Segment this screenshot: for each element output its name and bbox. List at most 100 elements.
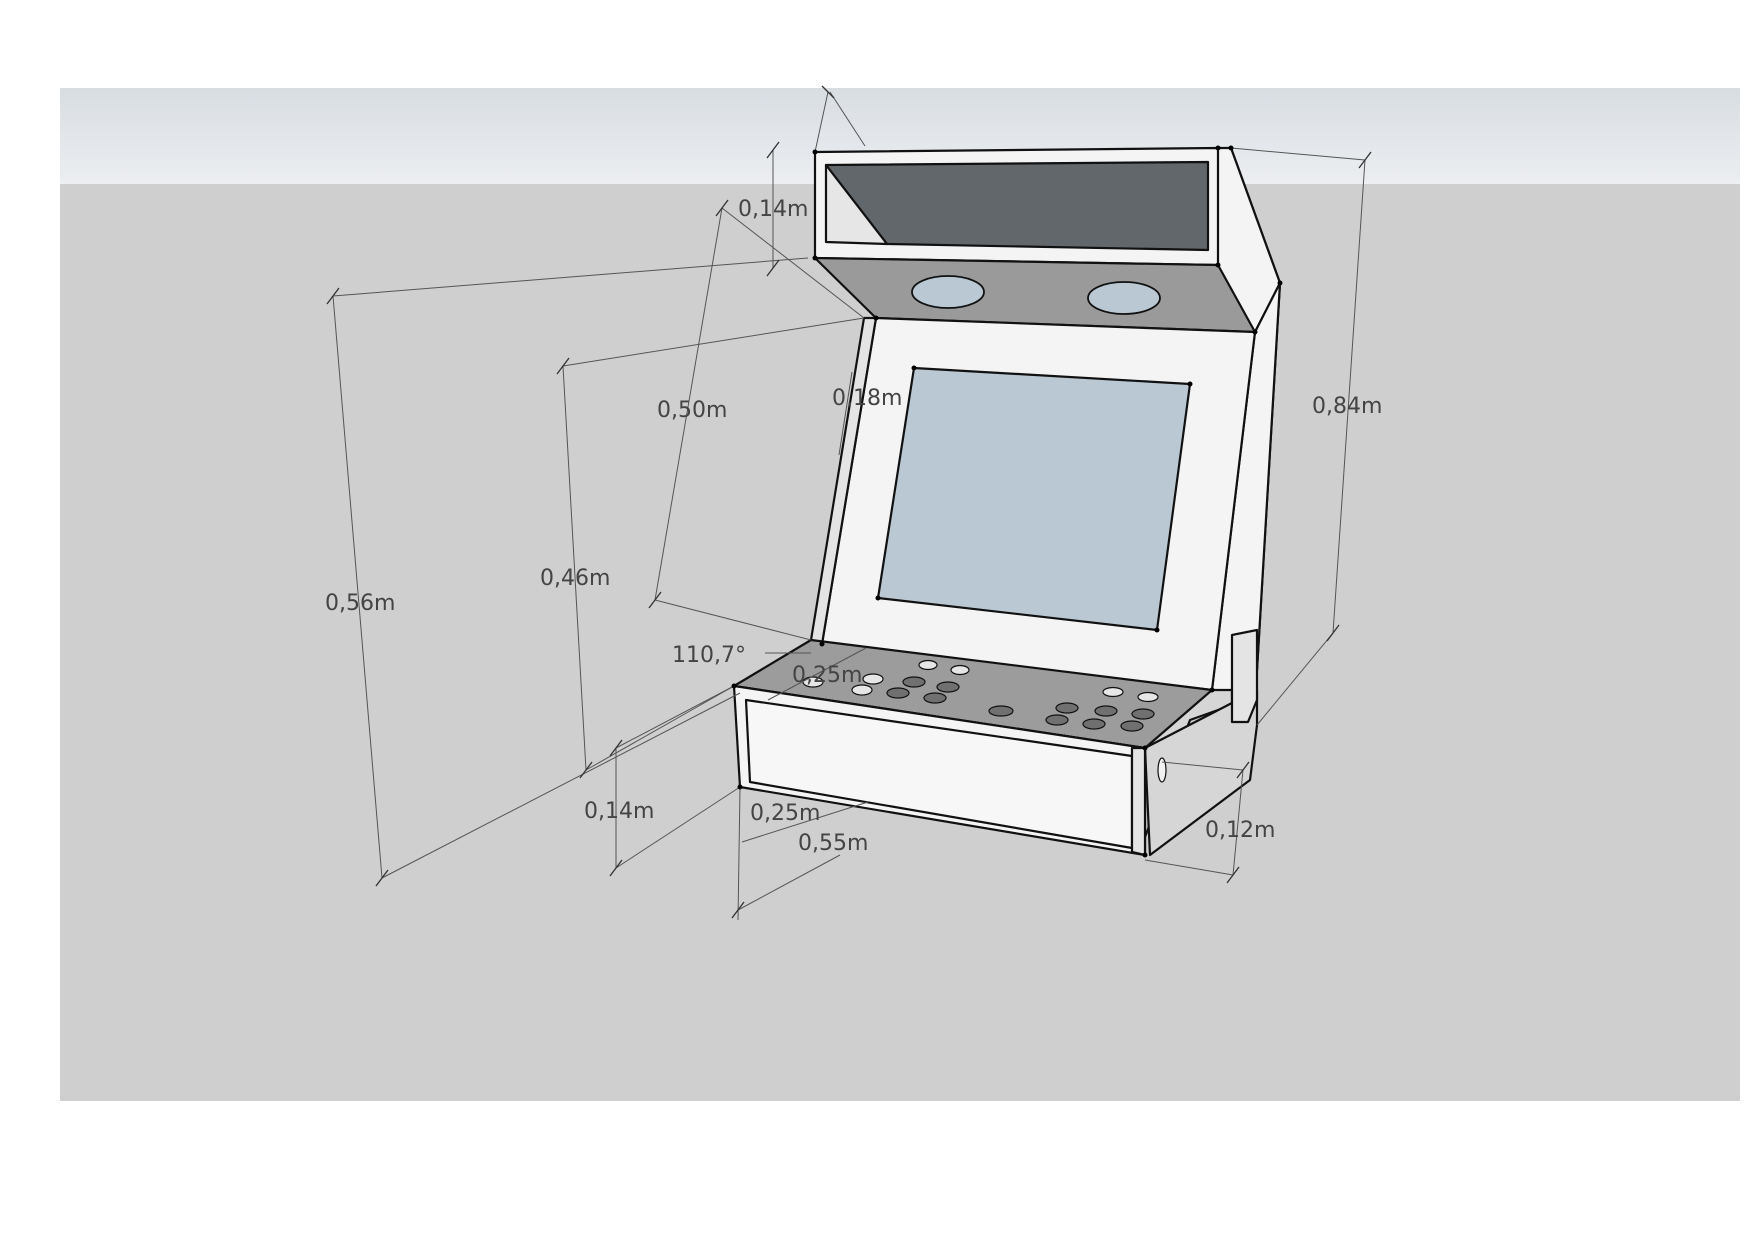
dim-line-screen-panel-top xyxy=(721,207,865,319)
tick-1 xyxy=(375,869,389,887)
vertex-points xyxy=(731,145,1283,858)
vertex xyxy=(1187,381,1193,387)
speaker-hole-left xyxy=(911,275,985,309)
dim-line-screen-panel-foot xyxy=(654,599,812,641)
vertex xyxy=(1252,329,1258,335)
dim-line-screen-height xyxy=(562,365,587,771)
vertex xyxy=(1154,627,1160,633)
tick-14 xyxy=(1226,866,1240,884)
dim-line-total-height-foot xyxy=(1256,632,1334,726)
dim-line-base-depth xyxy=(741,801,869,843)
button-p1-7 xyxy=(886,687,910,699)
tick-5 xyxy=(648,591,662,609)
tick-13 xyxy=(1236,761,1250,779)
label-base-height: 0,14m xyxy=(584,799,654,824)
dim-line-marquee-top xyxy=(829,91,866,147)
dim-line-screen-panel xyxy=(654,207,723,601)
label-front-height: 0,56m xyxy=(325,591,395,616)
tick-15 xyxy=(821,85,835,99)
button-p2-6 xyxy=(1045,714,1069,726)
button-p2-5 xyxy=(1131,708,1155,720)
dim-line-base-height-top xyxy=(615,685,735,749)
dim-line-side-height-foot xyxy=(1144,859,1234,876)
button-p1-1 xyxy=(918,659,938,671)
label-side-height: 0,12m xyxy=(1205,818,1275,843)
dim-line-width xyxy=(737,786,741,921)
tick-4 xyxy=(715,199,729,217)
button-p2-2 xyxy=(1137,691,1159,703)
tick-7 xyxy=(766,259,780,277)
button-p1-5 xyxy=(902,676,926,688)
dim-line-control-depth xyxy=(767,647,867,701)
dim-line-screen-inset xyxy=(838,371,853,456)
joystick-left xyxy=(802,676,824,688)
vertex xyxy=(873,315,879,321)
label-panel-angle: 110,7° xyxy=(672,643,746,668)
label-marquee-height: 0,14m xyxy=(738,197,808,222)
button-p1-2 xyxy=(950,664,970,676)
button-p2-4 xyxy=(1094,705,1118,717)
button-p1-8 xyxy=(923,692,947,704)
marquee-interior xyxy=(824,160,1210,252)
tick-12 xyxy=(1326,624,1340,642)
tick-11 xyxy=(1358,151,1372,169)
side-latch xyxy=(1230,628,1259,724)
vertex xyxy=(875,595,881,601)
vertex xyxy=(1142,852,1148,858)
vertex xyxy=(1215,145,1221,151)
control-panel-buttons xyxy=(802,659,1159,732)
dim-line-marquee-top-2 xyxy=(814,91,829,153)
marquee-inner-left-wall xyxy=(824,163,889,246)
dim-line-front-height xyxy=(332,295,383,879)
tick-0 xyxy=(326,287,340,305)
label-width: 0,55m xyxy=(798,831,868,856)
label-screen-inset: 0,18m xyxy=(832,386,902,411)
button-p2-3 xyxy=(1055,702,1079,714)
dimension-lines xyxy=(332,91,1366,921)
tick-2 xyxy=(556,357,570,375)
vertex xyxy=(1228,145,1234,151)
joystick-right xyxy=(988,705,1014,717)
vertex xyxy=(737,784,743,790)
arcade-cabinet xyxy=(732,146,1282,857)
dim-line-screen-height-top xyxy=(562,317,865,367)
label-screen-panel-length: 0,50m xyxy=(657,398,727,423)
button-p2-7 xyxy=(1082,718,1106,730)
dim-line-side-height-top xyxy=(1161,761,1244,771)
speaker-hole-right xyxy=(1087,281,1161,315)
base-right-edge xyxy=(1130,746,1147,857)
vertex xyxy=(1209,687,1215,693)
tick-8 xyxy=(609,739,623,757)
dim-line-width-diag xyxy=(737,854,841,911)
tick-6 xyxy=(766,141,780,159)
vertex xyxy=(731,683,737,689)
dim-line-side-height xyxy=(1232,769,1244,876)
monitor-screen xyxy=(876,366,1192,632)
dim-line-base-height-foot xyxy=(615,786,741,869)
button-p2-1 xyxy=(1102,686,1124,698)
tick-3 xyxy=(579,761,593,779)
vertex xyxy=(819,641,825,647)
coin-slot xyxy=(1157,757,1167,783)
button-p1-3 xyxy=(862,673,884,685)
vertex xyxy=(812,255,818,261)
button-p1-6 xyxy=(936,681,960,693)
label-screen-height: 0,46m xyxy=(540,566,610,591)
dim-line-total-height-vertical xyxy=(1332,159,1366,634)
tick-10 xyxy=(731,901,745,919)
button-p1-4 xyxy=(851,684,873,696)
dim-line-front-height-top xyxy=(332,257,809,297)
vertex xyxy=(1215,262,1221,268)
vertex xyxy=(1142,745,1148,751)
dim-line-front-height-foot xyxy=(381,692,741,879)
label-base-depth: 0,25m xyxy=(750,801,820,826)
tick-9 xyxy=(609,859,623,877)
button-p2-8 xyxy=(1120,720,1144,732)
dimension-labels: 0,14m 0,50m 0,18m 0,84m 0,56m 0,46m 110,… xyxy=(325,197,1382,856)
vertex xyxy=(812,149,818,155)
dimension-ticks xyxy=(326,85,1372,919)
label-control-panel-depth: 0,25m xyxy=(792,663,862,688)
vertex xyxy=(911,365,917,371)
label-total-height: 0,84m xyxy=(1312,394,1382,419)
